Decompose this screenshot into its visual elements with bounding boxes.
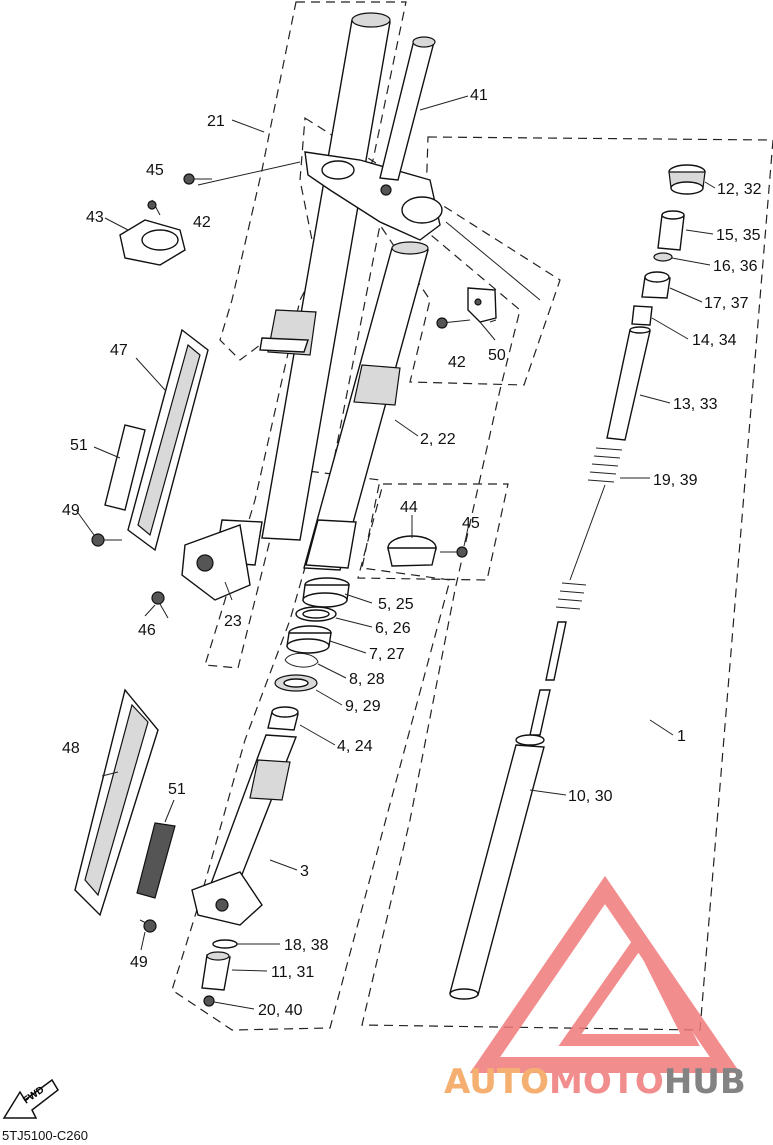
cap-bolt-12 [668, 164, 706, 195]
inner-tube-2 [303, 241, 429, 571]
callout-19-39: 19, 39 [653, 472, 698, 489]
nut-14 [631, 305, 653, 326]
fwd-arrow-icon: FWD [2, 1078, 59, 1119]
outer-tube-3 [191, 706, 299, 926]
callout-15-35: 15, 35 [716, 227, 761, 244]
callout-8-28: 8, 28 [349, 671, 385, 688]
callout-3: 3 [300, 863, 309, 880]
clamp-44 [387, 535, 437, 567]
o-ring-18 [212, 939, 238, 949]
callout-6-26: 6, 26 [375, 620, 411, 637]
callout-43: 43 [86, 209, 104, 226]
callout-5-25: 5, 25 [378, 596, 414, 613]
fork-guard-47 [127, 328, 209, 552]
watermark-triangle-inner [558, 928, 700, 1046]
bolt-46 [151, 591, 169, 619]
callout-14-34: 14, 34 [692, 332, 737, 349]
callout-48: 48 [62, 740, 80, 757]
callout-45-right: 45 [462, 515, 480, 532]
callout-12-32: 12, 32 [717, 181, 762, 198]
callout-7-27: 7, 27 [369, 646, 405, 663]
callout-4-24: 4, 24 [337, 738, 373, 755]
steering-stem-41 [379, 36, 436, 181]
spring-seat-15 [657, 210, 685, 251]
callout-9-29: 9, 29 [345, 698, 381, 715]
hose-guide-43 [119, 219, 186, 266]
callout-11-31: 11, 31 [271, 964, 314, 981]
callout-1: 1 [677, 728, 686, 745]
callout-13-33: 13, 33 [673, 396, 718, 413]
group-outline-22 [171, 116, 561, 1031]
bolt-42-top [183, 173, 212, 185]
callout-17-37: 17, 37 [704, 295, 749, 312]
callout-51-lower: 51 [168, 781, 186, 798]
circlip-8 [284, 653, 319, 668]
damper-10 [449, 689, 551, 1000]
callout-49-lower: 49 [130, 954, 148, 971]
callout-45-left: 45 [146, 162, 164, 179]
bracket-50 [467, 287, 497, 323]
bolt-49-upper [91, 533, 122, 547]
callout-47: 47 [110, 342, 128, 359]
callout-21: 21 [207, 113, 225, 130]
fork-spring-19 [555, 447, 623, 610]
decal-51-upper [104, 424, 146, 511]
callout-16-36: 16, 36 [713, 258, 758, 275]
oil-seal-7 [286, 625, 332, 654]
washer-6 [295, 606, 337, 622]
bolt-45-left [147, 199, 161, 216]
group-outline-1 [361, 136, 773, 1031]
watermark-logo: AUTOMOTOHUB [444, 875, 746, 1102]
callout-50: 50 [488, 347, 506, 364]
fork-guard-48 [74, 688, 159, 917]
bolt-42 [436, 317, 471, 329]
outer-tube-21 [181, 12, 391, 601]
group-outline-clamp-44 [357, 483, 509, 581]
leader-lines [75, 95, 716, 1010]
damper-rod-threaded [545, 621, 567, 681]
callout-18-38: 18, 38 [284, 937, 329, 954]
watermark-text: AUTOMOTOHUB [444, 1062, 746, 1102]
callout-10-30: 10, 30 [568, 788, 613, 805]
drain-bolt-20 [203, 995, 215, 1007]
dust-seal-9 [274, 674, 318, 692]
bushing-5 [302, 577, 350, 608]
bolt-45-right [440, 546, 468, 558]
collar-17 [641, 271, 671, 299]
callout-20-40: 20, 40 [258, 1002, 303, 1019]
diagram-code: 5TJ5100-C260 [2, 1128, 88, 1143]
base-valve-11 [201, 951, 231, 991]
decal-51-lower [136, 822, 176, 899]
bolt-49-lower [139, 919, 157, 933]
callout-49-upper: 49 [62, 502, 80, 519]
callout-44: 44 [400, 499, 418, 516]
washer-16 [653, 252, 673, 262]
callout-23: 23 [224, 613, 242, 630]
rod-13 [606, 326, 651, 441]
callout-41: 41 [470, 87, 488, 104]
callout-42-mid: 42 [448, 354, 466, 371]
upper-bracket [304, 151, 443, 241]
callout-2-22: 2, 22 [420, 431, 456, 448]
callout-42-top: 42 [193, 214, 211, 231]
callout-46: 46 [138, 622, 156, 639]
callout-labels: 21 41 45 42 43 12, 32 15, 35 16, 36 17, … [62, 87, 762, 1019]
callout-51-upper: 51 [70, 437, 88, 454]
